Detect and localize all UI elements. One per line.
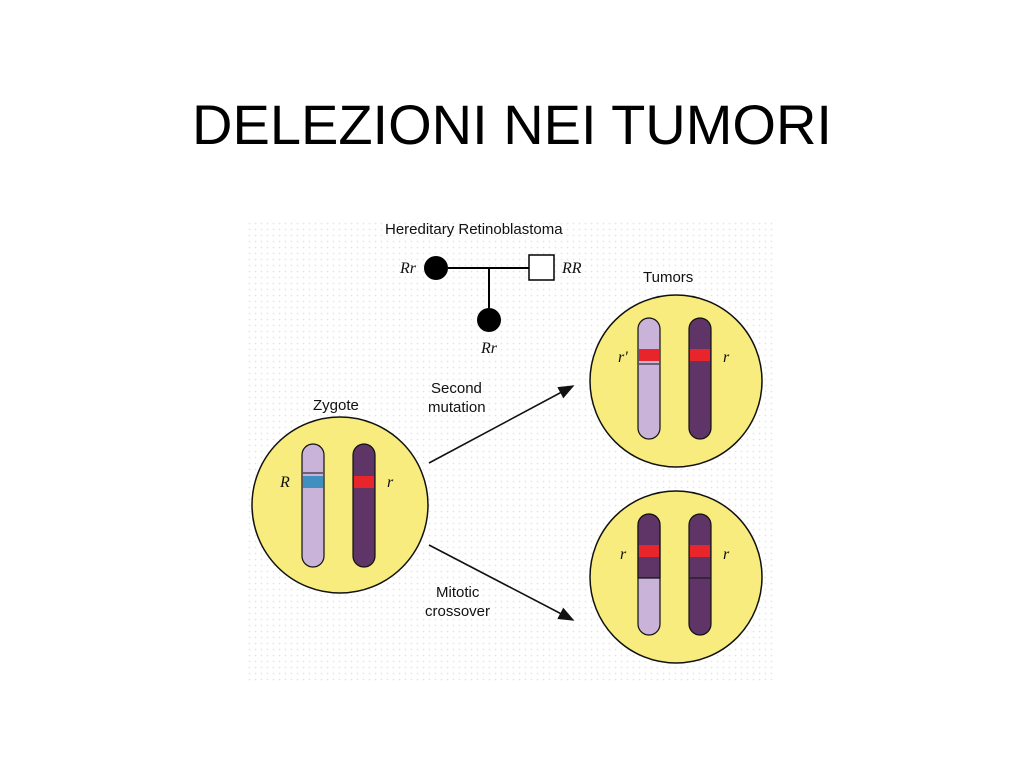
zygote-allele-R: R: [279, 474, 290, 491]
child-genotype: Rr: [480, 340, 498, 357]
zygote-cell-group: Zygote R r: [251, 397, 429, 594]
tumor-top-allele-left: r': [618, 349, 628, 366]
tumor-bottom-allele-left: r: [620, 546, 627, 563]
retinoblastoma-diagram: Hereditary Retinoblastoma Rr RR Rr Zygot…: [248, 222, 776, 684]
zygote-chromosome-R: [301, 443, 325, 568]
tumor-cell-bottom: [589, 490, 763, 664]
arrow-label-second: Second: [431, 380, 482, 397]
zygote-chromosome-r: [352, 443, 376, 568]
tumor-top-r-prime-band: [639, 349, 659, 361]
pedigree-title: Hereditary Retinoblastoma: [385, 222, 563, 238]
tumor-top-chromosome-left: [637, 317, 661, 440]
slide-title: DELEZIONI NEI TUMORI: [192, 93, 832, 156]
tumor-bottom-allele-right: r: [723, 546, 730, 563]
tumors-label: Tumors: [643, 269, 693, 286]
pedigree: Hereditary Retinoblastoma Rr RR Rr: [385, 222, 582, 357]
unaffected-father-symbol: [528, 254, 555, 281]
second-mutation-arrow: [428, 385, 575, 464]
tumor-bottom-r-band-left: [639, 545, 659, 557]
arrows: Second mutation Mitotic crossover: [425, 380, 575, 621]
tumors-group: Tumors r' r r r: [589, 269, 763, 664]
zygote-allele-r: r: [387, 474, 394, 491]
mother-genotype: Rr: [399, 260, 417, 277]
tumor-top-allele-right: r: [723, 349, 730, 366]
arrow-label-mitotic: Mitotic: [436, 584, 480, 601]
r-allele-band: [354, 476, 374, 488]
tumor-top-r-band: [690, 349, 710, 361]
arrow-label-mutation: mutation: [428, 399, 486, 416]
R-allele-band: [303, 476, 323, 488]
arrow-label-crossover: crossover: [425, 603, 490, 620]
tumor-top-chromosome-right: [688, 317, 712, 440]
zygote-cell: [251, 416, 429, 594]
father-genotype: RR: [561, 260, 582, 277]
affected-child-symbol: [477, 308, 501, 332]
tumor-bottom-r-band-right: [690, 545, 710, 557]
tumor-cell-top: [589, 294, 763, 468]
affected-mother-symbol: [424, 256, 448, 280]
tumor-bottom-chromosome-right: [688, 513, 712, 636]
mitotic-crossover-arrow: [428, 544, 575, 621]
zygote-label: Zygote: [313, 397, 359, 414]
